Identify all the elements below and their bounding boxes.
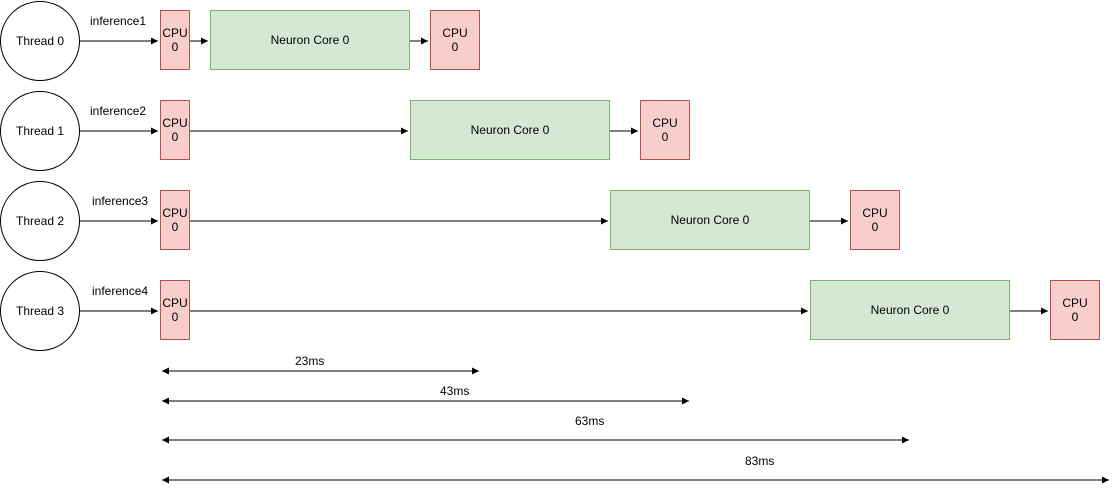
cpu-label: CPU	[162, 296, 188, 310]
cpu-label: CPU	[162, 26, 188, 40]
neuron-core-label: Neuron Core 0	[870, 303, 950, 317]
cpu-id: 0	[171, 310, 179, 324]
duration-label-23ms: 23ms	[295, 354, 325, 368]
thread-label: Thread 1	[15, 124, 65, 138]
inference-label: inference4	[92, 284, 149, 298]
thread-node-0: Thread 0	[0, 1, 80, 81]
cpu-label: CPU	[652, 116, 678, 130]
cpu-label: CPU	[442, 26, 468, 40]
cpu-id: 0	[871, 220, 879, 234]
thread-node-1: Thread 1	[0, 91, 80, 171]
cpu-box-end: CPU 0	[850, 190, 900, 250]
inference-label: inference1	[90, 14, 147, 28]
cpu-box-end: CPU 0	[1050, 280, 1100, 340]
neuron-core-box: Neuron Core 0	[210, 10, 410, 70]
thread-node-2: Thread 2	[0, 181, 80, 261]
neuron-core-label: Neuron Core 0	[670, 213, 750, 227]
cpu-box-start: CPU 0	[160, 190, 190, 250]
inference-label: inference3	[92, 194, 149, 208]
duration-label-43ms: 43ms	[440, 384, 470, 398]
cpu-box-end: CPU 0	[430, 10, 480, 70]
cpu-box-start: CPU 0	[160, 10, 190, 70]
duration-label-63ms: 63ms	[575, 414, 605, 428]
cpu-id: 0	[171, 40, 179, 54]
cpu-label: CPU	[162, 206, 188, 220]
duration-label-83ms: 83ms	[745, 454, 775, 468]
inference-label: inference2	[90, 104, 147, 118]
cpu-id: 0	[451, 40, 459, 54]
cpu-id: 0	[661, 130, 669, 144]
cpu-label: CPU	[1062, 296, 1088, 310]
thread-node-3: Thread 3	[0, 271, 80, 351]
cpu-label: CPU	[862, 206, 888, 220]
cpu-id: 0	[171, 130, 179, 144]
neuron-core-box: Neuron Core 0	[410, 100, 610, 160]
neuron-core-box: Neuron Core 0	[810, 280, 1010, 340]
cpu-label: CPU	[162, 116, 188, 130]
cpu-id: 0	[171, 220, 179, 234]
cpu-box-start: CPU 0	[160, 280, 190, 340]
thread-label: Thread 3	[15, 304, 65, 318]
neuron-core-label: Neuron Core 0	[270, 33, 350, 47]
neuron-core-box: Neuron Core 0	[610, 190, 810, 250]
neuron-core-label: Neuron Core 0	[470, 123, 550, 137]
cpu-id: 0	[1071, 310, 1079, 324]
thread-label: Thread 0	[15, 34, 65, 48]
cpu-box-start: CPU 0	[160, 100, 190, 160]
thread-label: Thread 2	[15, 214, 65, 228]
cpu-box-end: CPU 0	[640, 100, 690, 160]
